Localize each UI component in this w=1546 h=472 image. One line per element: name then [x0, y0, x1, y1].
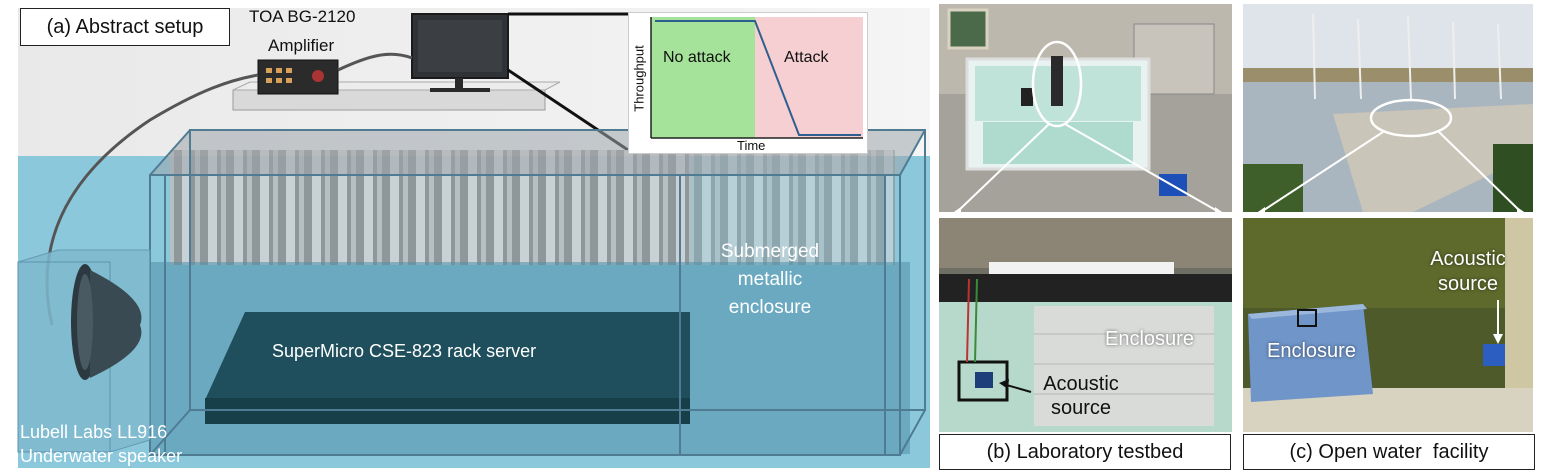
- enclosure-label-line1: Submerged: [720, 241, 820, 262]
- panel-b-caption: (b) Laboratory testbed: [939, 434, 1231, 470]
- lab-enclosure-label: Enclosure: [1105, 328, 1194, 350]
- enclosure-label-line3: enclosure: [728, 297, 812, 318]
- amplifier-label-line2: Amplifier: [268, 36, 335, 55]
- server-box: [205, 312, 690, 400]
- server-label: SuperMicro CSE-823 rack server: [272, 341, 537, 361]
- open-water-source-label-line2: source: [1437, 273, 1499, 295]
- lab-source-label-line2: source: [1050, 397, 1112, 419]
- open-water-source-label: Acoustic source: [1413, 247, 1523, 297]
- panel-c-caption: (c) Open water facility: [1243, 434, 1535, 470]
- panel-b: Enclosure Acoustic source (b) Laboratory…: [939, 4, 1234, 472]
- highlight-ellipse-c: [1369, 98, 1453, 138]
- panel-b-photos: [939, 4, 1232, 432]
- inset-ylabel: Throughput: [631, 45, 647, 112]
- inset-xlabel: Time: [737, 138, 766, 153]
- no-attack-region: [651, 17, 755, 138]
- enclosure-photo-c: [1248, 304, 1373, 402]
- enclosure-label-line2: metallic: [737, 269, 803, 290]
- enclosure-label: Submerged metallic enclosure: [705, 238, 835, 322]
- panel-c-photos: [1243, 4, 1533, 432]
- inset-throughput-chart: Throughput Time No attack Attack: [628, 12, 868, 154]
- speaker-label-line1: Lubell Labs LL916: [20, 422, 168, 442]
- open-water-enclosure-label: Enclosure: [1267, 340, 1356, 362]
- attack-region: [755, 17, 863, 138]
- no-attack-label: No attack: [663, 49, 731, 66]
- panel-a: Throughput Time No attack Attack (a) Abs…: [17, 7, 930, 468]
- panel-a-title: (a) Abstract setup: [20, 8, 230, 46]
- lab-source-label: Acoustic source: [1031, 372, 1131, 420]
- amplifier: [257, 59, 339, 95]
- lab-source-label-line1: Acoustic: [1043, 373, 1119, 395]
- speaker-label: Lubell Labs LL916 Underwater speaker: [20, 420, 182, 468]
- highlight-ellipse-b: [1031, 40, 1083, 128]
- inset-chart-svg: [650, 17, 863, 139]
- speaker-label-line2: Underwater speaker: [20, 446, 183, 466]
- attack-label: Attack: [784, 49, 829, 66]
- panel-a-illustration: [17, 8, 930, 468]
- amplifier-label-line1: TOA BG-2120: [249, 7, 356, 26]
- open-water-source-label-line1: Acoustic: [1430, 248, 1506, 270]
- throughput-line: [655, 20, 861, 136]
- panel-c: Acoustic source Enclosure (c) Open water…: [1243, 4, 1538, 472]
